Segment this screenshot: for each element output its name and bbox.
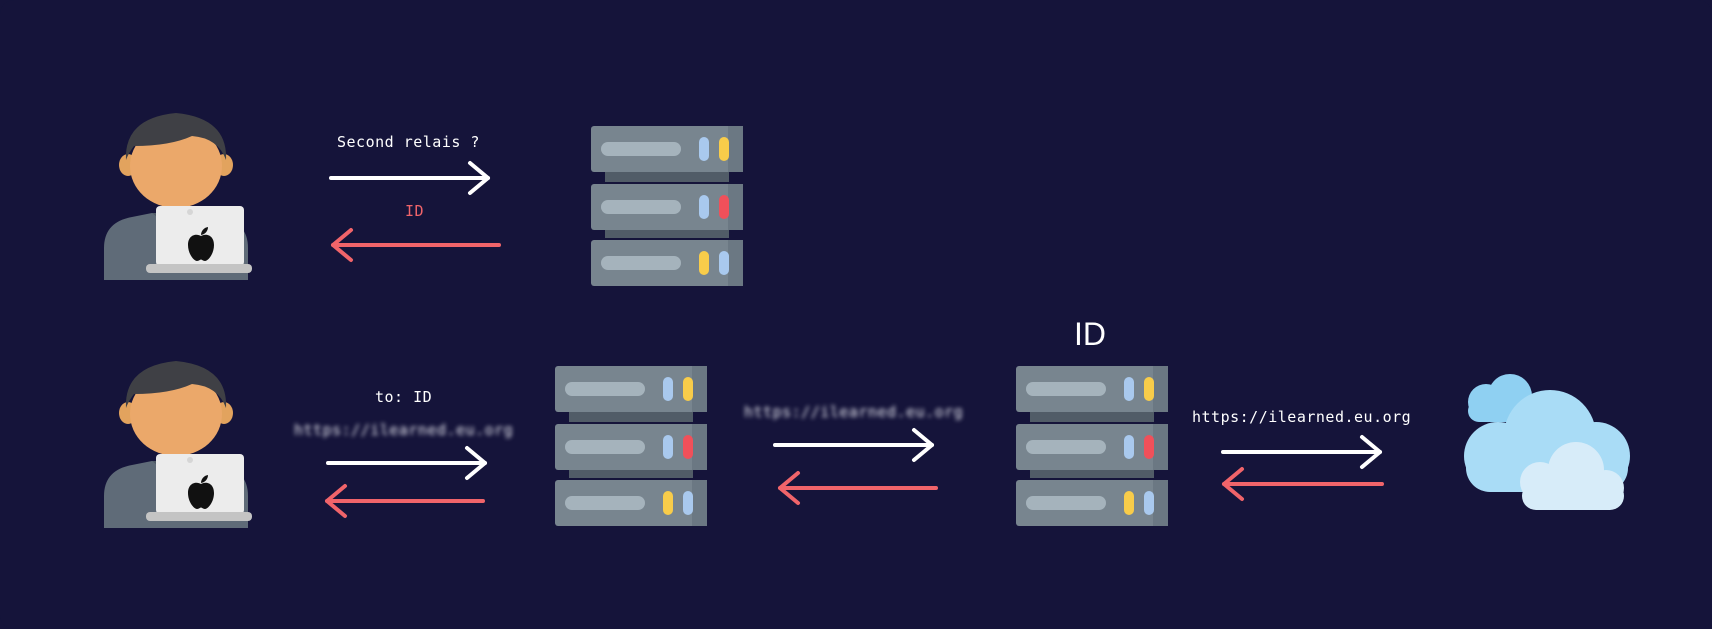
user-with-laptop-icon (104, 361, 252, 528)
response-arrow (778, 471, 938, 505)
response-arrow (1222, 467, 1384, 501)
response-arrow (331, 228, 501, 262)
request-arrow (329, 161, 490, 195)
client-request-label: to: ID (375, 388, 433, 406)
request-arrow (326, 446, 487, 480)
origin-request-url: https://ilearned.eu.org (1192, 408, 1412, 426)
relay-request-url: https://ilearned.eu.org (744, 403, 964, 421)
client-request-url: https://ilearned.eu.org (294, 421, 514, 439)
cloud-icon (1464, 374, 1630, 510)
response-arrow (325, 484, 485, 518)
server-rack-icon (591, 126, 743, 286)
request-arrow (773, 428, 934, 462)
second-relay-title: ID (1074, 316, 1106, 352)
request-label: Second relais ? (337, 133, 480, 151)
server-rack-icon (1016, 366, 1168, 526)
apple-logo-icon (188, 475, 214, 509)
server-rack-icon (555, 366, 707, 526)
apple-logo-icon (188, 227, 214, 261)
user-with-laptop-icon (104, 113, 252, 280)
request-arrow (1221, 435, 1382, 469)
response-label: ID (405, 202, 425, 220)
